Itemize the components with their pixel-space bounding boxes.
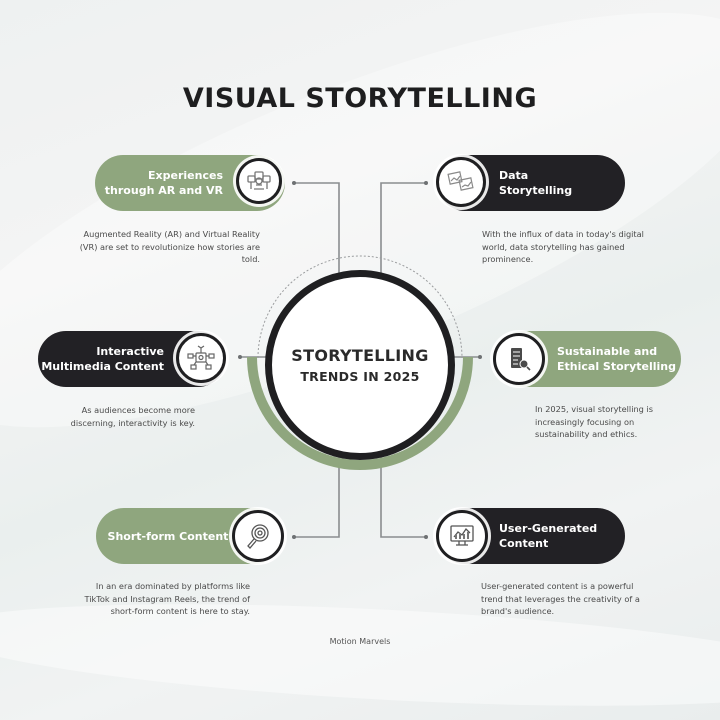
trend-icon-disc-interactive: [176, 333, 226, 383]
center-title: STORYTELLING: [291, 346, 429, 365]
multimedia-network-icon: [187, 345, 215, 370]
trend-icon-disc-sustainable: [493, 333, 545, 385]
trend-icon-disc-short-form: [232, 510, 284, 562]
trend-label-ugc: User-Generated Content: [499, 522, 598, 550]
trend-desc-sustainable: In 2025, visual storytelling is increasi…: [535, 404, 654, 439]
trend-desc-data: With the influx of data in today's digit…: [482, 229, 644, 264]
center-subtitle: TRENDS IN 2025: [300, 369, 420, 384]
document-search-icon: [511, 348, 531, 371]
trend-icon-disc-data: [436, 157, 486, 207]
trend-icon-disc-ar-vr: [236, 158, 282, 204]
page-title: VISUAL STORYTELLING: [182, 83, 538, 114]
trend-label-sustainable: Sustainable and Ethical Storytelling: [557, 345, 676, 373]
trend-label-ar-vr: Experiences through AR and VR: [104, 169, 223, 197]
trend-label-interactive: Interactive Multimedia Content: [41, 345, 164, 373]
trend-label-data: Data Storytelling: [499, 169, 573, 197]
trend-desc-interactive: As audiences become more discerning, int…: [70, 405, 195, 428]
center-hub: STORYTELLING TRENDS IN 2025: [265, 270, 455, 460]
trend-desc-short-form: In an era dominated by platforms like Ti…: [84, 581, 250, 616]
trend-label-short-form: Short-form Content: [107, 529, 229, 543]
monitor-chart-icon: [450, 525, 474, 546]
vr-headset-users-icon: [247, 171, 271, 190]
center-circle: STORYTELLING TRENDS IN 2025: [265, 270, 455, 460]
magnifier-target-icon: [247, 524, 269, 549]
footer-credit: Motion Marvels: [329, 637, 391, 646]
trend-desc-ar-vr: Augmented Reality (AR) and Virtual Reali…: [79, 229, 260, 264]
data-charts-icon: [447, 171, 474, 191]
trend-desc-ugc: User-generated content is a powerful tre…: [481, 581, 640, 616]
trend-icon-disc-ugc: [436, 510, 488, 562]
